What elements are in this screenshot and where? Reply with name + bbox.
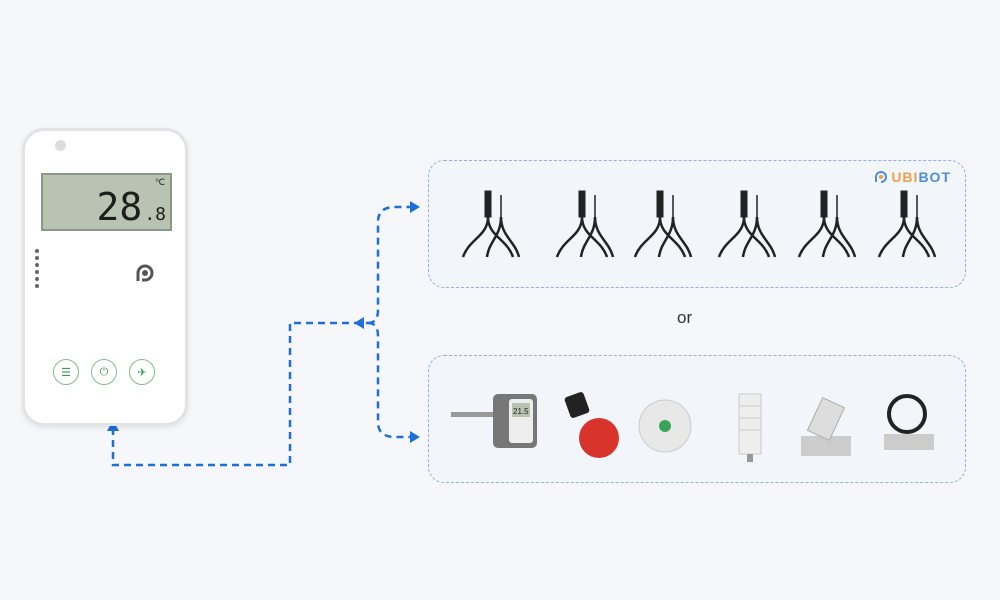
ceiling-sensor	[638, 399, 692, 453]
ubibot-device: ℃ 28 .8 ☰ ⏻ ✈	[22, 128, 188, 426]
power-button[interactable]: ⏻	[91, 359, 117, 385]
lcd-screen: ℃ 28 .8	[41, 173, 172, 231]
logo-text-bot: BOT	[918, 169, 951, 185]
led-dots	[35, 249, 39, 288]
or-label: or	[677, 308, 693, 327]
airplane-mode-button[interactable]: ✈	[129, 359, 155, 385]
external-sensor-images: 21.5	[451, 392, 934, 462]
temperature-decimal: .8	[144, 204, 166, 225]
temperature-value: 28	[96, 185, 143, 229]
pyranometer	[884, 394, 934, 450]
solar-tracker	[801, 396, 851, 456]
unit-label: ℃	[154, 177, 165, 187]
temperature-humidity-transmitter	[451, 394, 537, 448]
brand-icon	[136, 264, 154, 282]
weather-shield	[738, 393, 762, 462]
transmitter-display: 21.5	[513, 407, 529, 416]
sensor-hole	[55, 140, 66, 151]
temperature-reading: 28 .8	[97, 188, 166, 226]
probe-cables	[461, 189, 937, 259]
external-sensors-box: 21.5	[428, 355, 966, 483]
menu-button[interactable]: ☰	[53, 359, 79, 385]
water-leak-sensor	[564, 392, 619, 458]
logo-text-ubi: UBI	[891, 169, 919, 185]
